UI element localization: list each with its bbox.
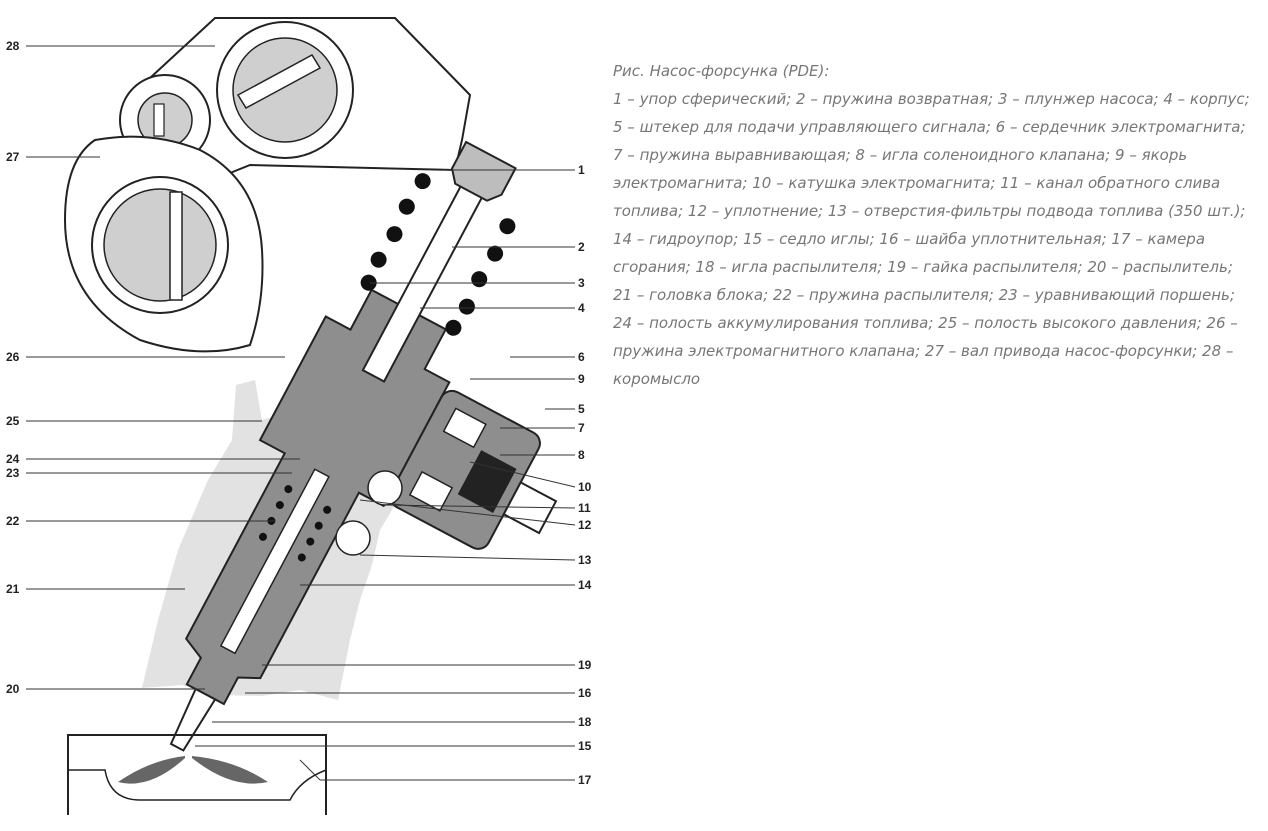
callout-14: 14	[578, 578, 592, 592]
callout-18: 18	[578, 715, 592, 729]
figure-caption: Рис. Насос-форсунка (PDE): 1 – упор сфер…	[613, 57, 1253, 393]
injector-diagram: 28 27 26 25 24 23 22 21 20 1 2 3 4 6 9 5…	[6, 17, 592, 815]
solenoid-coil-bottom	[408, 470, 454, 512]
callout-20: 20	[6, 682, 20, 696]
callout-10: 10	[578, 480, 592, 494]
solenoid-coil-top	[442, 407, 487, 449]
callout-25: 25	[6, 414, 20, 428]
caption-title: Рис. Насос-форсунка (PDE):	[613, 62, 830, 80]
callout-17: 17	[578, 773, 592, 787]
callout-4: 4	[578, 301, 585, 315]
callout-3: 3	[578, 276, 585, 290]
callout-24: 24	[6, 452, 20, 466]
nozzle-channel	[219, 468, 330, 655]
combustion-chamber	[67, 734, 327, 815]
drain-channel	[367, 470, 403, 506]
callout-2: 2	[578, 240, 585, 254]
callout-13: 13	[578, 553, 592, 567]
spherical-stop	[450, 140, 517, 202]
callout-1: 1	[578, 163, 585, 177]
callout-22: 22	[6, 514, 20, 528]
left-callouts: 28 27 26 25 24 23 22 21 20	[6, 39, 20, 696]
right-leaders	[195, 169, 576, 781]
right-callouts: 1 2 3 4 6 9 5 7 8 10 11 12 13 14 19 16 1…	[578, 163, 592, 787]
nozzle-spring	[258, 485, 332, 562]
callout-12: 12	[578, 518, 592, 532]
camshaft-core	[103, 188, 217, 302]
return-spring	[360, 173, 516, 336]
solenoid-core	[457, 450, 517, 514]
callout-19: 19	[578, 658, 592, 672]
roller-slot	[153, 103, 165, 137]
callout-21: 21	[6, 582, 20, 596]
callout-9: 9	[578, 372, 585, 386]
rocker-shaft-slot	[236, 54, 322, 109]
left-leaders	[26, 45, 300, 690]
camshaft-slot	[169, 191, 183, 301]
callout-6: 6	[578, 350, 585, 364]
fuel-spray	[118, 756, 268, 784]
callout-26: 26	[6, 350, 20, 364]
callout-7: 7	[578, 421, 585, 435]
callout-5: 5	[578, 402, 585, 416]
nozzle-tip	[169, 687, 217, 752]
callout-11: 11	[578, 501, 591, 515]
feed-channel	[335, 520, 371, 556]
callout-16: 16	[578, 686, 592, 700]
callout-15: 15	[578, 739, 592, 753]
caption-legend: 1 – упор сферический; 2 – пружина возвра…	[613, 90, 1250, 388]
callout-28: 28	[6, 39, 20, 53]
callout-27: 27	[6, 150, 20, 164]
callout-8: 8	[578, 448, 585, 462]
callout-23: 23	[6, 466, 20, 480]
